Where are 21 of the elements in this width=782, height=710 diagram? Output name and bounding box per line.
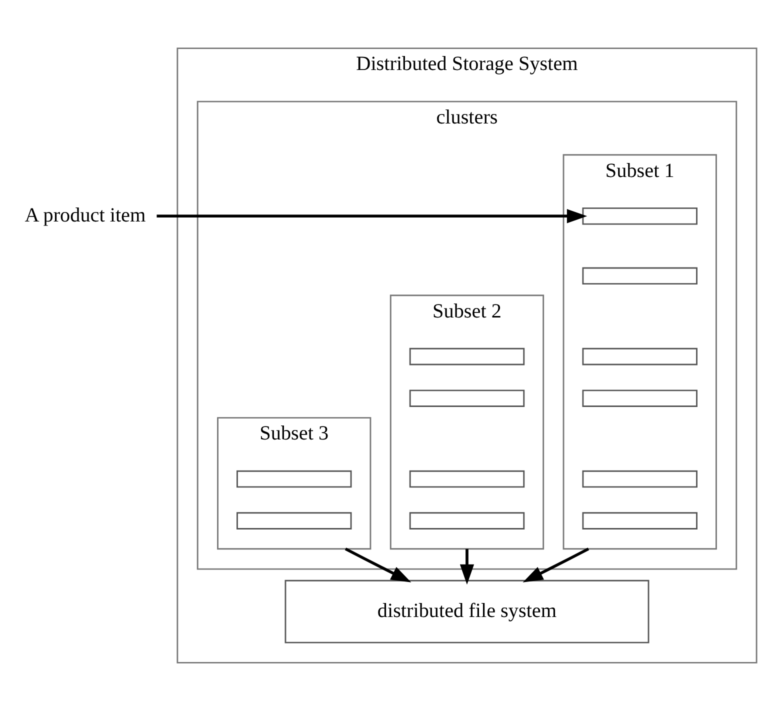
node-box xyxy=(236,470,352,488)
node-box xyxy=(582,470,698,488)
arrow xyxy=(522,547,590,582)
node-box xyxy=(582,389,698,406)
arrow xyxy=(344,547,412,582)
node-box xyxy=(582,206,698,224)
node-box xyxy=(409,389,525,406)
node-box xyxy=(409,347,525,365)
arrow xyxy=(156,208,588,223)
cluster: Subset 3 xyxy=(217,416,372,550)
node-box xyxy=(582,512,698,529)
node-box xyxy=(409,512,525,529)
node-box xyxy=(236,512,352,529)
cluster: Subset 2 xyxy=(390,294,544,550)
arrow xyxy=(460,548,474,584)
cluster: Subset 1 xyxy=(562,154,717,550)
node-box: distributed file system xyxy=(284,579,650,643)
node-box xyxy=(409,470,525,488)
node-text: A product item xyxy=(24,204,146,226)
node-box xyxy=(582,266,698,284)
node-box xyxy=(582,347,698,365)
